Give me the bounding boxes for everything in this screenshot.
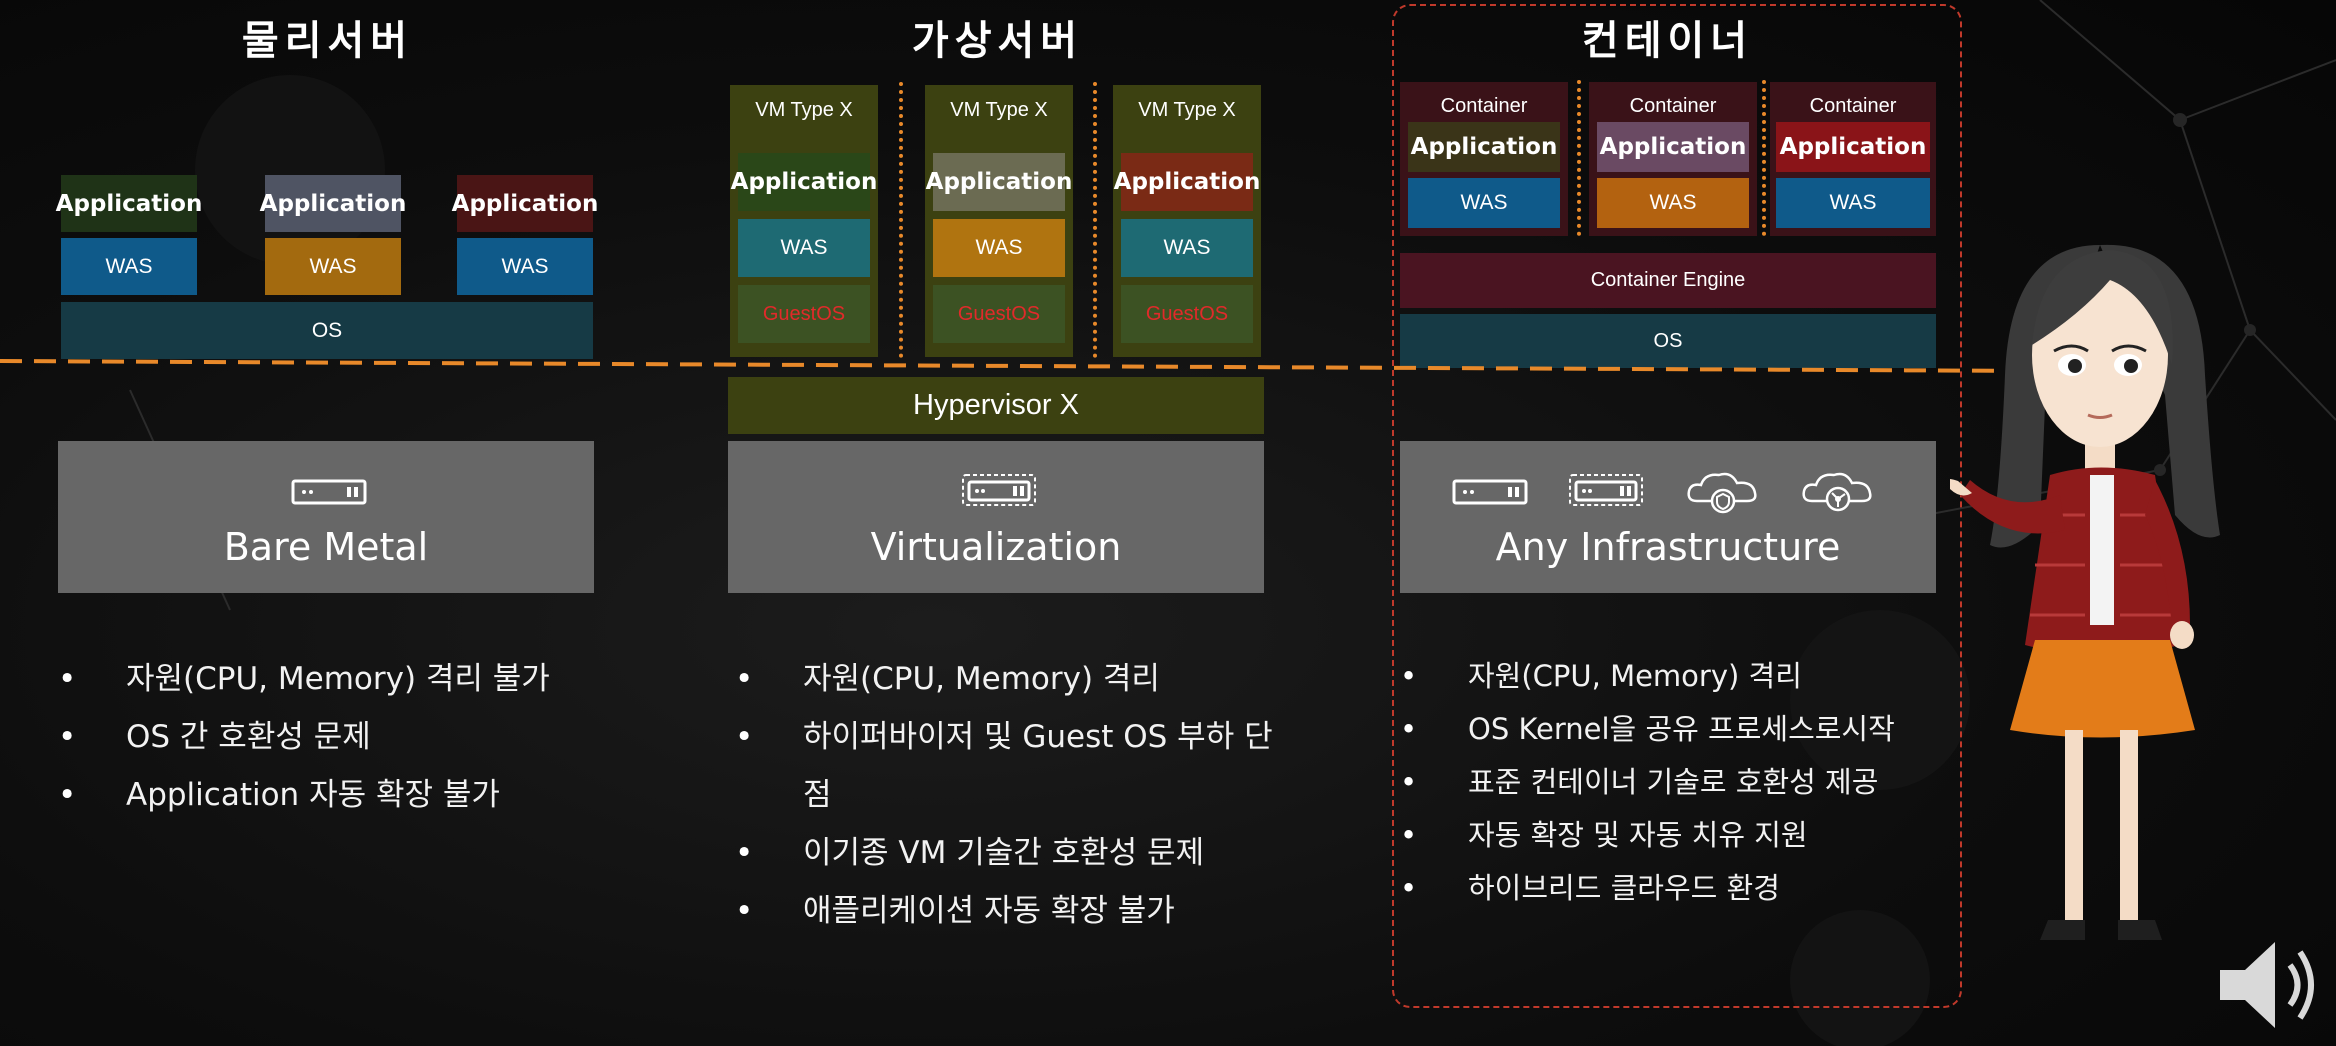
speaker-icon[interactable] [2210, 930, 2330, 1040]
title-virtual-server: 가상서버 [911, 18, 1084, 64]
physical-bullet-list: 자원(CPU, Memory) 격리 불가 OS 간 호환성 문제 Applic… [58, 650, 638, 824]
vm-app-1: Application [731, 153, 877, 211]
physical-app-3: Application [452, 175, 598, 232]
virtual-server-icon [962, 474, 1036, 506]
server-icon [291, 479, 367, 505]
vm-separator-1 [899, 82, 903, 358]
container-separator-2 [1762, 80, 1766, 236]
container-bullet: 자동 확장 및 자동 치유 지원 [1400, 809, 1960, 862]
vm-app-3: Application [1114, 153, 1260, 211]
container-section-border [1392, 4, 1962, 1008]
container-was-3: WAS [1776, 178, 1930, 228]
vm-guestos-2: GuestOS [933, 285, 1065, 343]
vm-guestos-3: GuestOS [1121, 285, 1253, 343]
physical-was-3: WAS [457, 238, 593, 295]
vm-was-1: WAS [738, 219, 870, 277]
vm-label-1: VM Type X [755, 98, 853, 121]
virtual-bullet: 하이퍼바이저 및 Guest OS 부하 단점 [735, 708, 1295, 824]
title-container: 컨테이너 [1581, 18, 1754, 64]
container-label-1: Container [1440, 94, 1528, 117]
physical-was-1: WAS [61, 238, 197, 295]
title-physical-server: 물리서버 [241, 18, 414, 64]
container-app-2: Application [1597, 122, 1749, 172]
container-was-2: WAS [1597, 178, 1749, 228]
container-bullet: 하이브리드 클라우드 환경 [1400, 862, 1960, 915]
cloud-shield-icon [1687, 472, 1757, 514]
physical-app-2: Application [260, 175, 406, 232]
physical-os: OS [61, 302, 593, 359]
container-engine-bar: Container Engine [1400, 253, 1936, 308]
container-app-3: Application [1776, 122, 1930, 172]
infra-label-bare-metal: Bare Metal [223, 525, 429, 569]
vm-label-3: VM Type X [1138, 98, 1236, 121]
infra-any-infrastructure: Any Infrastructure [1400, 441, 1936, 593]
container-was-1: WAS [1408, 178, 1560, 228]
container-label-2: Container [1629, 94, 1717, 117]
virtual-bullet: 애플리케이션 자동 확장 불가 [735, 882, 1295, 940]
physical-bullet: 자원(CPU, Memory) 격리 불가 [58, 650, 638, 708]
host-divider-line [0, 359, 2046, 373]
container-bullet: 자원(CPU, Memory) 격리 [1400, 650, 1960, 703]
vm-was-2: WAS [933, 219, 1065, 277]
physical-bullet: OS 간 호환성 문제 [58, 708, 638, 766]
server-icon [1452, 479, 1528, 505]
physical-app-1: Application [56, 175, 202, 232]
virtual-bullet: 자원(CPU, Memory) 격리 [735, 650, 1295, 708]
vm-separator-2 [1093, 82, 1097, 358]
infra-bare-metal: Bare Metal [58, 441, 594, 593]
infra-label-virtualization: Virtualization [870, 525, 1122, 569]
container-bullet: 표준 컨테이너 기술로 호환성 제공 [1400, 756, 1960, 809]
container-bullet: OS Kernel을 공유 프로세스로시작 [1400, 703, 1960, 756]
virtual-bullet-list: 자원(CPU, Memory) 격리 하이퍼바이저 및 Guest OS 부하 … [735, 650, 1295, 940]
vm-was-3: WAS [1121, 219, 1253, 277]
container-app-1: Application [1408, 122, 1560, 172]
container-bullet-list: 자원(CPU, Memory) 격리 OS Kernel을 공유 프로세스로시작… [1400, 650, 1960, 915]
vm-guestos-1: GuestOS [738, 285, 870, 343]
virtual-bullet: 이기종 VM 기술간 호환성 문제 [735, 824, 1295, 882]
hypervisor-bar: Hypervisor X [728, 377, 1264, 434]
vm-label-2: VM Type X [950, 98, 1048, 121]
container-os-bar: OS [1400, 314, 1936, 368]
infra-virtualization: Virtualization [728, 441, 1264, 593]
presenter-character [1950, 244, 2220, 940]
physical-bullet: Application 자동 확장 불가 [58, 766, 638, 824]
physical-was-2: WAS [265, 238, 401, 295]
container-separator-1 [1577, 80, 1581, 236]
infra-label-any-infrastructure: Any Infrastructure [1495, 525, 1841, 569]
virtual-server-icon [1569, 474, 1643, 506]
vm-app-2: Application [926, 153, 1072, 211]
container-label-3: Container [1809, 94, 1897, 117]
cloud-network-icon [1802, 472, 1872, 512]
